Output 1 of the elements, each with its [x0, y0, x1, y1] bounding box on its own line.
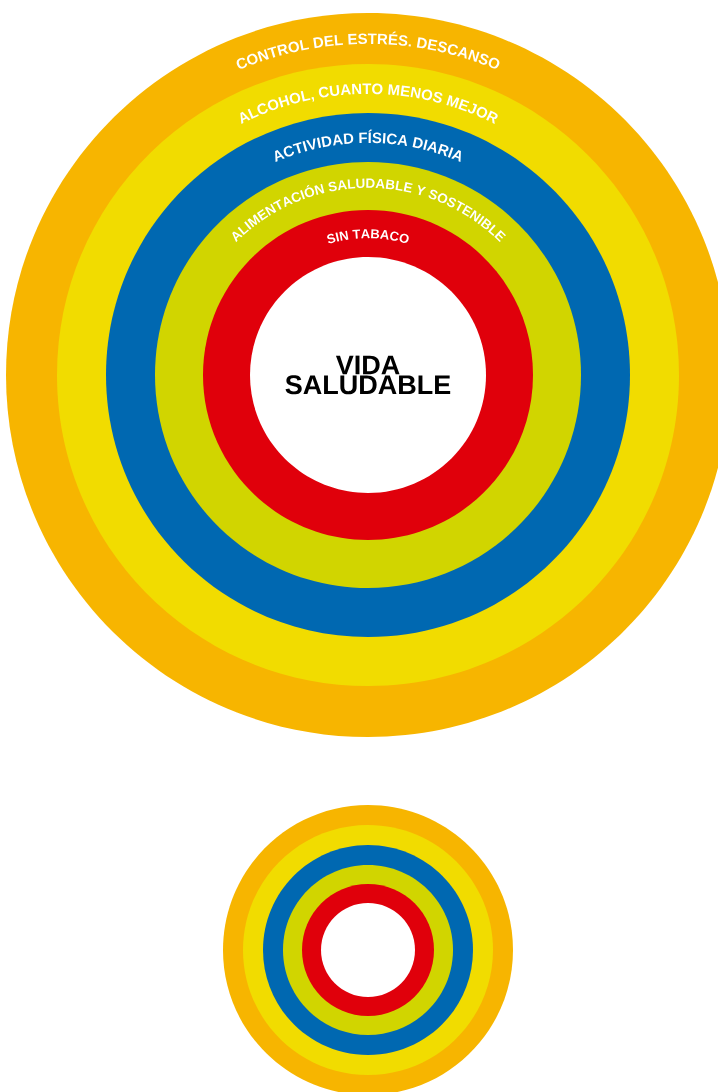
center-circle: [321, 903, 415, 997]
